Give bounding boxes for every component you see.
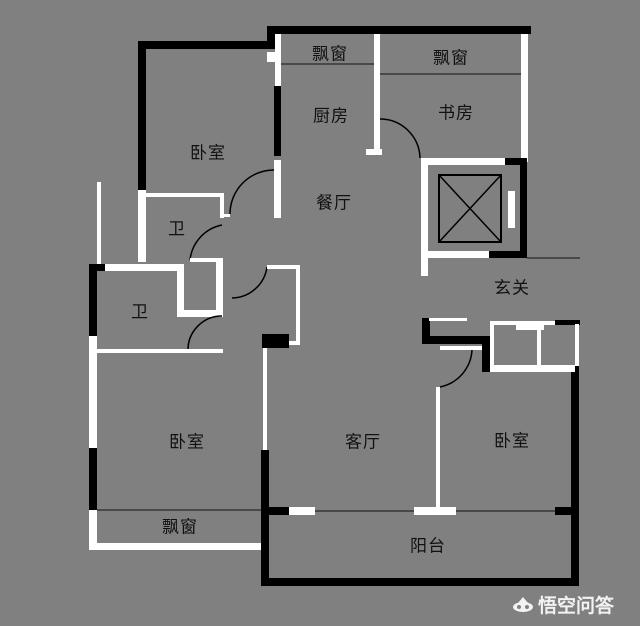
- wall: [274, 86, 281, 156]
- wall: [521, 34, 528, 162]
- room-label-balcony: 阳台: [410, 536, 446, 557]
- room-label-bedroom-north: 卧室: [190, 143, 226, 164]
- watermark: 悟空问答: [512, 591, 614, 618]
- room-label-bathroom-upper: 卫: [168, 219, 186, 240]
- wall: [267, 26, 531, 34]
- wall: [267, 26, 275, 48]
- wall: [366, 149, 382, 155]
- room-label-kitchen: 厨房: [313, 106, 349, 127]
- room-label-study: 书房: [438, 103, 474, 124]
- room-label-dining: 餐厅: [316, 193, 352, 214]
- wall: [274, 160, 281, 218]
- wall: [267, 52, 275, 62]
- wukong-logo-icon: [513, 596, 533, 612]
- room-label-bedroom-east: 卧室: [494, 431, 530, 452]
- room-label-living-room: 客厅: [345, 432, 381, 453]
- pillar: [262, 334, 289, 348]
- elevator-icon: [438, 174, 502, 243]
- wall: [138, 41, 275, 49]
- room-label-bay-window-kitchen: 飘窗: [312, 44, 348, 65]
- room-label-foyer: 玄关: [494, 278, 530, 299]
- room-label-bay-window-study: 飘窗: [433, 48, 469, 69]
- room-label-bay-window-west: 飘窗: [162, 517, 198, 538]
- room-label-bedroom-west: 卧室: [169, 432, 205, 453]
- watermark-text: 悟空问答: [538, 595, 615, 617]
- wall: [138, 190, 146, 262]
- wall: [374, 34, 380, 152]
- room-label-bathroom-lower: 卫: [131, 302, 149, 323]
- wall: [138, 41, 146, 191]
